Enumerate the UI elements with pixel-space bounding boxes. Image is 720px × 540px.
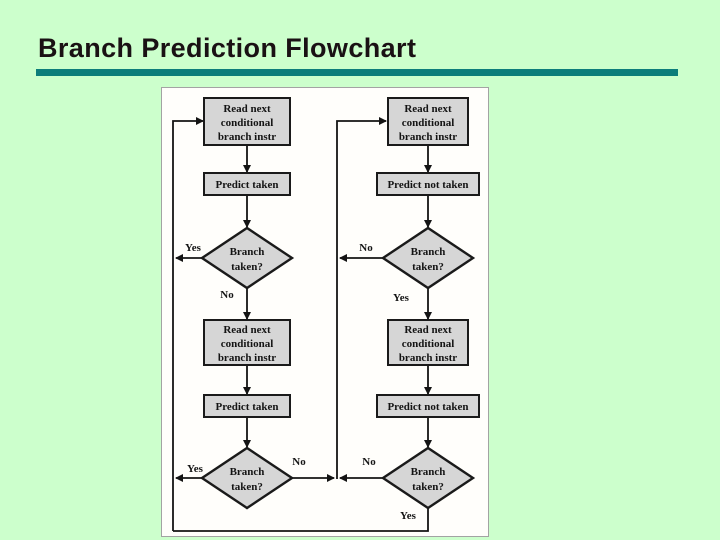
node-right-predict-2: Predict not taken — [376, 394, 480, 418]
node-text-line: conditional — [221, 117, 274, 129]
flowchart-panel: Read next conditional branch instr Predi… — [161, 87, 489, 537]
left-column-connectors — [243, 145, 251, 448]
page-title: Branch Prediction Flowchart — [38, 33, 417, 63]
node-text-line: Predict taken — [215, 401, 278, 413]
edge-label-yes: Yes — [393, 292, 410, 304]
node-text-line: branch instr — [399, 352, 457, 364]
node-left-predict-2: Predict taken — [203, 394, 291, 418]
node-text-line: Branch — [411, 466, 446, 478]
node-text-line: Predict taken — [215, 179, 278, 191]
decision-branch-arrows — [175, 254, 383, 482]
node-text-line: Predict not taken — [387, 401, 468, 413]
node-text-line: Read next — [223, 103, 271, 115]
node-text-line: Read next — [404, 324, 452, 336]
node-text-line: Read next — [404, 103, 452, 115]
node-text-line: conditional — [402, 338, 455, 350]
node-left-read-1: Read next conditional branch instr — [203, 97, 291, 146]
edge-label-yes: Yes — [400, 510, 417, 522]
node-right-read-1: Read next conditional branch instr — [387, 97, 469, 146]
node-left-decision-2: Branch taken? — [199, 446, 295, 510]
node-text-line: conditional — [221, 338, 274, 350]
node-text-line: taken? — [231, 481, 263, 493]
node-left-predict-1: Predict taken — [203, 172, 291, 196]
node-text-line: taken? — [412, 481, 444, 493]
flowchart-diagram: Read next conditional branch instr Predi… — [172, 97, 480, 532]
edge-label-no: No — [359, 242, 373, 254]
node-text-line: Branch — [230, 246, 265, 258]
node-text-line: branch instr — [399, 131, 457, 143]
node-right-read-2: Read next conditional branch instr — [387, 319, 469, 366]
node-text-line: conditional — [402, 117, 455, 129]
node-left-decision-1: Branch taken? — [199, 226, 295, 290]
node-text-line: Branch — [411, 246, 446, 258]
node-left-read-2: Read next conditional branch instr — [203, 319, 291, 366]
node-text-line: branch instr — [218, 352, 276, 364]
right-column-connectors — [424, 145, 432, 448]
node-text-line: taken? — [231, 261, 263, 273]
edge-label-yes: Yes — [185, 242, 202, 254]
loop-line-left — [172, 117, 204, 531]
loop-line-middle — [336, 117, 387, 479]
node-right-decision-1: Branch taken? — [380, 226, 476, 290]
node-text-line: Predict not taken — [387, 179, 468, 191]
node-text-line: Read next — [223, 324, 271, 336]
node-right-predict-1: Predict not taken — [376, 172, 480, 196]
edge-label-no: No — [292, 456, 306, 468]
node-text-line: taken? — [412, 261, 444, 273]
edge-label-no: No — [362, 456, 376, 468]
bottom-return-line — [173, 508, 429, 532]
edge-label-no: No — [220, 289, 234, 301]
title-underline-bar — [36, 69, 678, 76]
edge-label-yes: Yes — [187, 463, 204, 475]
node-right-decision-2: Branch taken? — [380, 446, 476, 510]
node-text-line: Branch — [230, 466, 265, 478]
node-text-line: branch instr — [218, 131, 276, 143]
